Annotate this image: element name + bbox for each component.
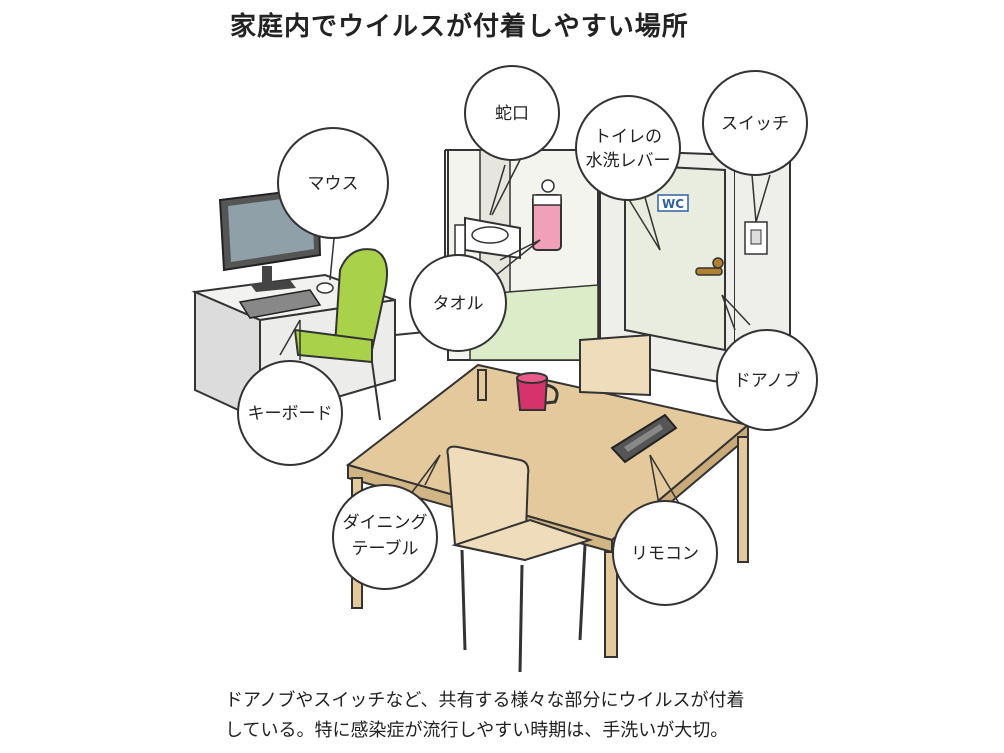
label-dining-table-2: テーブル	[352, 538, 419, 559]
label-mouse: マウス	[308, 174, 359, 194]
label-door-knob: ドアノブ	[734, 370, 800, 391]
bubble-door-knob: ドアノブ	[716, 329, 818, 431]
caption: ドアノブやスイッチなど、共有する様々な部分にウイルスが付着 している。特に感染症…	[225, 686, 845, 746]
back-chair	[579, 333, 651, 397]
office-chair	[293, 248, 388, 421]
bubble-switch: スイッチ	[702, 70, 808, 176]
caption-line-2: している。特に感染症が流行しやすい時期は、手洗いが大切。	[225, 720, 729, 741]
label-toilet-lever-2: 水洗レバー	[586, 151, 671, 171]
toilet-door: WC	[599, 148, 791, 387]
label-faucet: 蛇口	[495, 104, 529, 124]
bathroom-area	[447, 149, 599, 361]
bubble-toilet-lever: トイレの 水洗レバー	[575, 95, 681, 201]
label-remote: リモコン	[631, 544, 699, 564]
mug-illustration	[515, 372, 559, 411]
bubble-remote: リモコン	[612, 500, 718, 606]
bubble-mouse: マウス	[277, 127, 389, 239]
bubble-keyboard: キーボード	[237, 360, 343, 466]
front-chair	[446, 445, 594, 673]
label-switch: スイッチ	[721, 114, 789, 134]
caption-line-1: ドアノブやスイッチなど、共有する様々な部分にウイルスが付着	[225, 690, 745, 711]
bubble-faucet: 蛇口	[464, 65, 560, 161]
label-toilet-lever-1: トイレの	[594, 127, 662, 147]
page-title: 家庭内でウイルスが付着しやすい場所	[230, 12, 689, 42]
label-towel: タオル	[433, 294, 484, 314]
bubble-dining-table: ダイニング テーブル	[332, 484, 438, 590]
wc-sign: WC	[662, 197, 684, 211]
towel-illustration	[532, 179, 562, 251]
bubble-towel: タオル	[409, 254, 507, 352]
label-dining-table-1: ダイニング	[343, 513, 428, 533]
remote-illustration	[610, 413, 678, 464]
label-keyboard: キーボード	[248, 404, 333, 424]
